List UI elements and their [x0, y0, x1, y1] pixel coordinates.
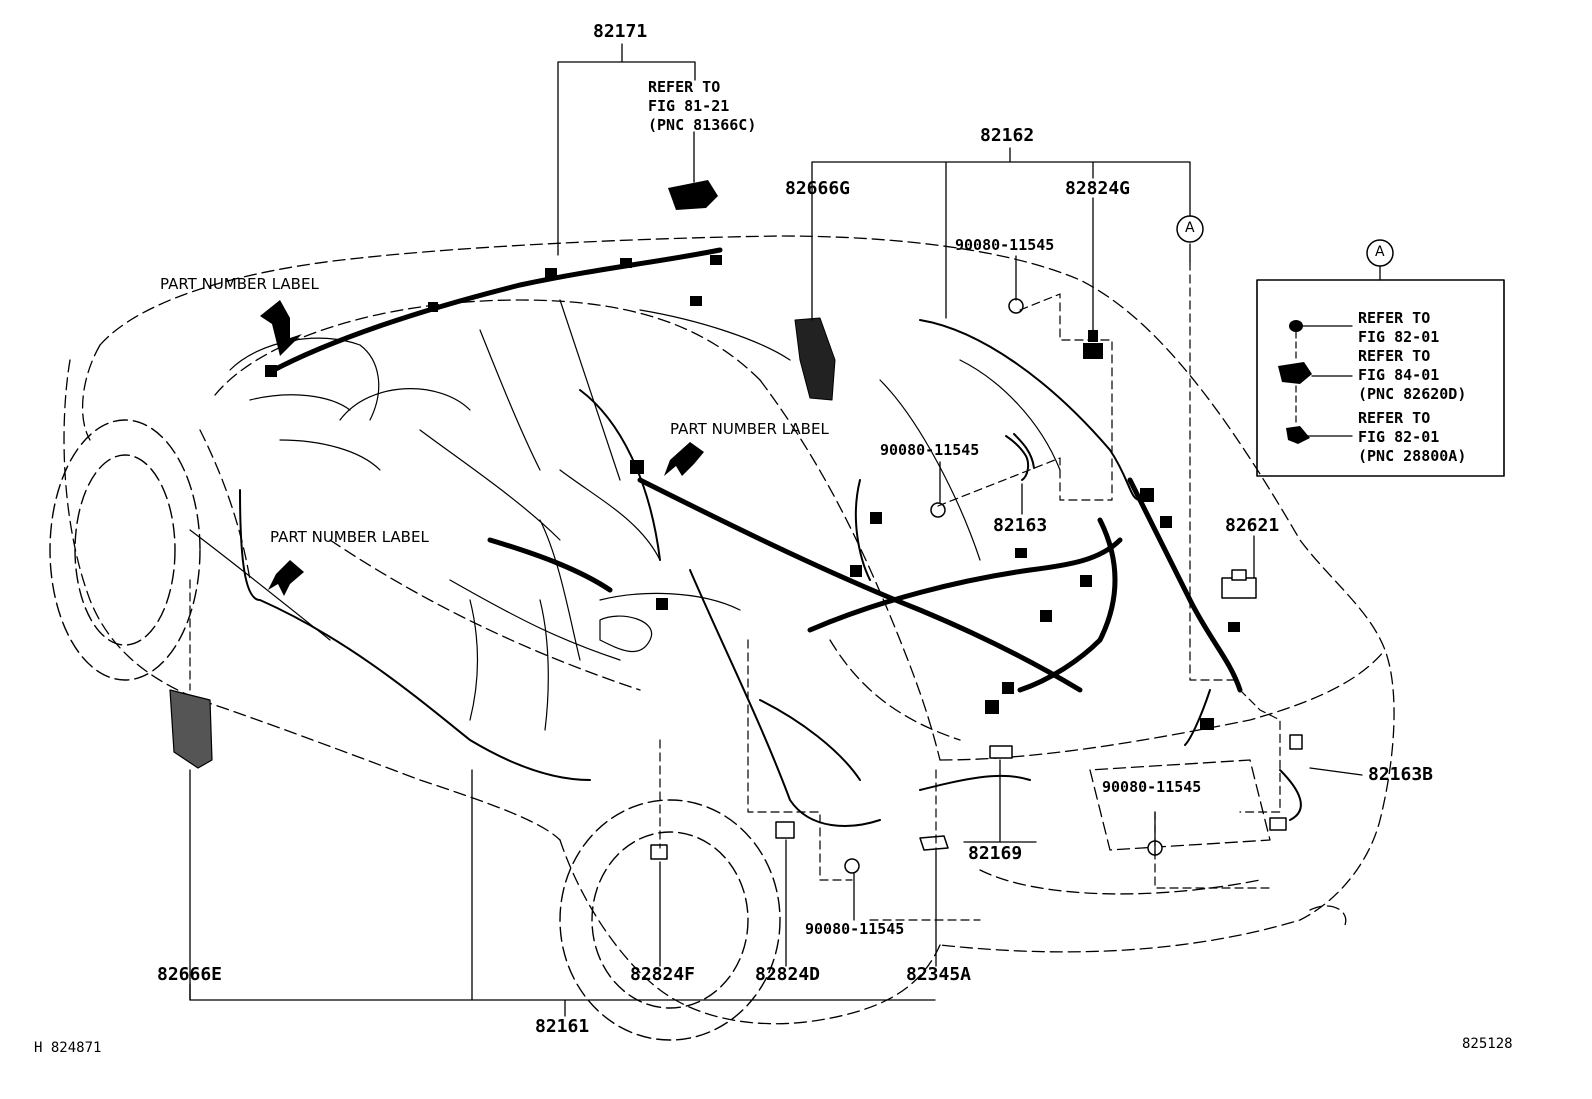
- callout-90080-11545-rear: 90080-11545: [1102, 778, 1202, 796]
- refer-note-top: REFER TO FIG 81-21 (PNC 81366C): [648, 78, 756, 135]
- wire-harness-roof: [267, 247, 723, 375]
- part-number-label-roof: PART NUMBER LABEL: [160, 275, 319, 293]
- callout-82824F: 82824F: [630, 964, 696, 985]
- front-wheel: [49, 419, 201, 681]
- legend-line: REFER TO: [1358, 347, 1431, 365]
- part-number-label-side: PART NUMBER LABEL: [270, 528, 429, 546]
- legend-marker-circle: [1366, 239, 1394, 267]
- legend-line: FIG 82-01: [1358, 428, 1440, 446]
- callout-82824G: 82824G: [1065, 178, 1131, 199]
- callout-82161: 82161: [535, 1016, 590, 1037]
- marker-a-text: A: [1185, 220, 1195, 236]
- callout-82666G: 82666G: [785, 178, 851, 199]
- legend-line: (PNC 28800A): [1358, 447, 1467, 465]
- part-icon-82824G: [1083, 330, 1103, 359]
- legend-line: REFER TO: [1358, 309, 1431, 327]
- callout-82169: 82169: [968, 843, 1023, 864]
- part-icon-82163B: [1269, 734, 1303, 831]
- callout-82621: 82621: [1225, 515, 1280, 536]
- callout-82162: 82162: [980, 125, 1035, 146]
- legend-box: [1256, 279, 1505, 477]
- callout-82666E: 82666E: [157, 964, 223, 985]
- legend-item-1: REFER TO FIG 82-01: [1358, 309, 1439, 347]
- legend-item-3: REFER TO FIG 82-01 (PNC 28800A): [1358, 409, 1466, 466]
- part-icon-82824D: [775, 821, 795, 839]
- callout-82345A: 82345A: [906, 964, 972, 985]
- callout-82171: 82171: [593, 21, 648, 42]
- legend-line: REFER TO: [1358, 409, 1431, 427]
- wire-harness-floor: [487, 477, 1243, 693]
- legend-line: (PNC 82620D): [1358, 385, 1467, 403]
- part-icon-82666G: [794, 317, 836, 401]
- legend-item-2: REFER TO FIG 84-01 (PNC 82620D): [1358, 347, 1466, 404]
- footer-left-code: H 824871: [34, 1040, 102, 1056]
- dashed-position-lines: [189, 261, 1281, 921]
- callout-90080-11545-lower: 90080-11545: [805, 920, 905, 938]
- callout-82824D: 82824D: [755, 964, 821, 985]
- part-icon-82345A: [919, 835, 949, 851]
- car-body-outline: [63, 235, 1395, 1025]
- part-icon-82171-bracket: [668, 180, 718, 210]
- legend-line: FIG 84-01: [1358, 366, 1440, 384]
- legend-marker-text: A: [1375, 244, 1385, 260]
- legend-part-icons: [1278, 320, 1312, 444]
- wire-harness-thin: [239, 319, 1302, 827]
- marker-circle-a: [1176, 215, 1204, 243]
- refer-note-line: FIG 81-21: [648, 97, 730, 115]
- part-icon-82169: [989, 745, 1013, 759]
- rear-wheel: [559, 799, 781, 1041]
- part-number-label-center: PART NUMBER LABEL: [670, 420, 829, 438]
- leader-lines: [189, 43, 1381, 1017]
- refer-note-line: REFER TO: [648, 78, 721, 96]
- interior-lines: [189, 299, 1061, 731]
- connectors: [265, 255, 1240, 730]
- part-icon-82163: [1005, 433, 1035, 481]
- callout-90080-11545-upper: 90080-11545: [955, 236, 1055, 254]
- callout-82163B: 82163B: [1368, 764, 1434, 785]
- part-icon-82621: [1221, 569, 1257, 599]
- callout-82163: 82163: [993, 515, 1048, 536]
- label-arrows: [260, 300, 704, 596]
- part-icon-82824F: [650, 844, 668, 860]
- part-icon-82666E: [169, 689, 213, 769]
- refer-note-line: (PNC 81366C): [648, 116, 757, 134]
- legend-line: FIG 82-01: [1358, 328, 1440, 346]
- callout-90080-11545-mid: 90080-11545: [880, 441, 980, 459]
- footer-right-code: 825128: [1462, 1036, 1513, 1052]
